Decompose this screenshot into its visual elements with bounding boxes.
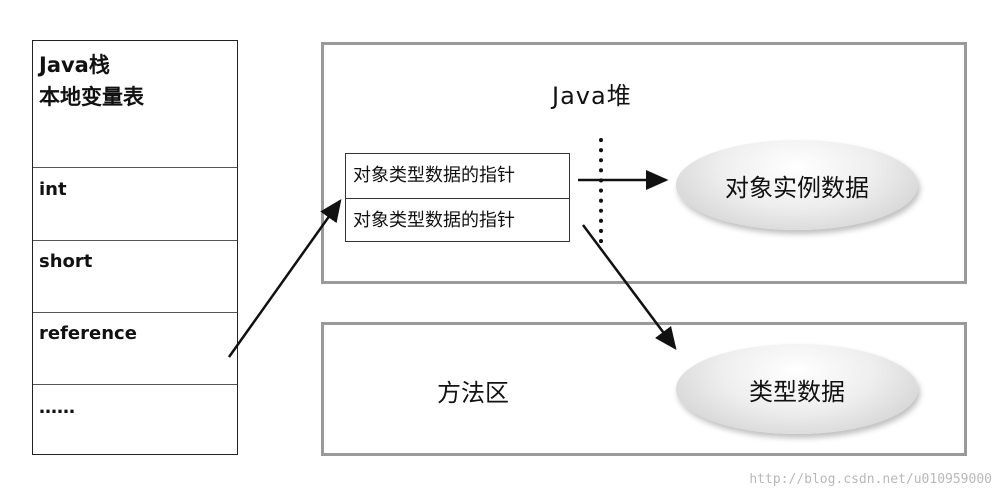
stack-row-ellipsis: …… — [39, 397, 75, 418]
java-heap-region — [321, 42, 967, 284]
java-stack-table: Java栈 本地变量表 int short reference …… — [32, 40, 238, 455]
stack-row-divider — [33, 240, 237, 241]
instance-data-ellipse: 对象实例数据 — [676, 140, 918, 230]
method-area-title: 方法区 — [437, 379, 509, 407]
method-area-region — [321, 322, 967, 456]
reference-arrow — [227, 198, 342, 358]
watermark-url: http://blog.csdn.net/u010959000 — [749, 472, 992, 487]
instance-pointer-row: 对象类型数据的指针 — [353, 165, 515, 186]
type-data-ellipse: 类型数据 — [676, 344, 918, 434]
java-heap-title: Java堆 — [552, 82, 632, 110]
instance-data-label: 对象实例数据 — [725, 173, 869, 202]
java-stack-title-line1: Java栈 — [39, 53, 110, 77]
handle-pointer-box: 对象类型数据的指针 对象类型数据的指针 — [345, 153, 570, 242]
java-stack-title: Java栈 本地变量表 — [39, 49, 144, 113]
stack-row-divider — [33, 384, 237, 385]
type-pointer-arrow — [581, 224, 677, 351]
stack-row-int: int — [39, 179, 67, 200]
java-stack-title-line2: 本地变量表 — [39, 85, 144, 109]
type-data-label: 类型数据 — [749, 377, 845, 406]
stack-row-reference: reference — [39, 323, 137, 344]
type-pointer-row: 对象类型数据的指针 — [346, 198, 569, 242]
stack-row-divider — [33, 167, 237, 168]
stack-row-divider — [33, 312, 237, 313]
stack-row-short: short — [39, 251, 93, 272]
